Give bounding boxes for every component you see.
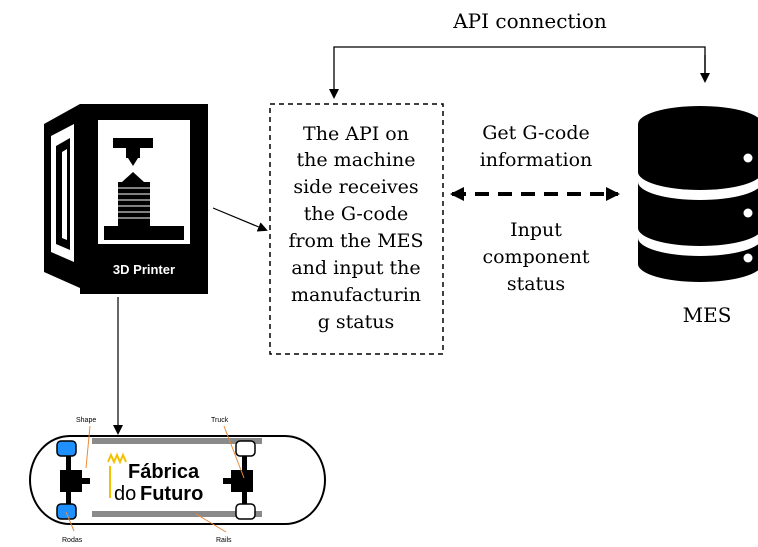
skateboard-deck bbox=[29, 435, 326, 525]
input-status-line: component bbox=[482, 246, 589, 268]
rodas-pointer bbox=[65, 511, 75, 532]
api-box-line: the G-code bbox=[304, 203, 409, 225]
printer-to-api-arrow bbox=[212, 207, 268, 232]
rails-label: Rails bbox=[216, 537, 232, 544]
fabrica-do-futuro-logo: Fábrica do Futuro bbox=[107, 452, 203, 505]
truck-pointer bbox=[223, 425, 245, 479]
rail-bottom bbox=[92, 511, 262, 517]
api-connection-label: API connection bbox=[452, 9, 607, 33]
wheel-icon bbox=[235, 503, 256, 520]
skateboard-illustration: Fábrica do Futuro Shape Truck Rodas Rail… bbox=[29, 417, 326, 544]
api-connection-connector bbox=[329, 46, 706, 99]
3d-printer-icon: 3D Printer bbox=[44, 104, 208, 294]
database-icon bbox=[638, 106, 758, 282]
api-box-line: manufacturin bbox=[291, 284, 421, 306]
api-box-line: side receives bbox=[293, 176, 418, 198]
shape-pointer bbox=[85, 425, 91, 469]
wheel-icon bbox=[56, 440, 77, 457]
shape-label: Shape bbox=[76, 417, 96, 424]
api-box-line: the machine bbox=[297, 149, 416, 171]
logo-line1: Fábrica bbox=[128, 461, 200, 483]
api-box-line: and input the bbox=[291, 257, 420, 279]
get-gcode-line: information bbox=[480, 149, 593, 171]
rails-pointer bbox=[195, 513, 227, 533]
input-status-line: status bbox=[507, 273, 565, 295]
api-box-line: from the MES bbox=[288, 230, 423, 252]
api-box-text: The API on the machine side receives the… bbox=[288, 123, 423, 333]
api-box-line: The API on bbox=[303, 123, 409, 145]
logo-line2-a: do bbox=[114, 483, 136, 505]
printer-label: 3D Printer bbox=[113, 262, 175, 277]
get-gcode-line: Get G-code bbox=[482, 122, 590, 144]
logo-line2-b: Futuro bbox=[140, 483, 203, 505]
rail-top bbox=[92, 438, 262, 444]
input-status-line: Input bbox=[510, 219, 562, 241]
wheel-icon bbox=[235, 440, 256, 457]
mes-label: MES bbox=[683, 303, 732, 327]
api-box bbox=[269, 103, 444, 355]
rodas-label: Rodas bbox=[62, 537, 83, 544]
api-box-line: g status bbox=[318, 311, 395, 333]
wheel-icon bbox=[56, 503, 77, 520]
truck-label: Truck bbox=[211, 417, 229, 424]
